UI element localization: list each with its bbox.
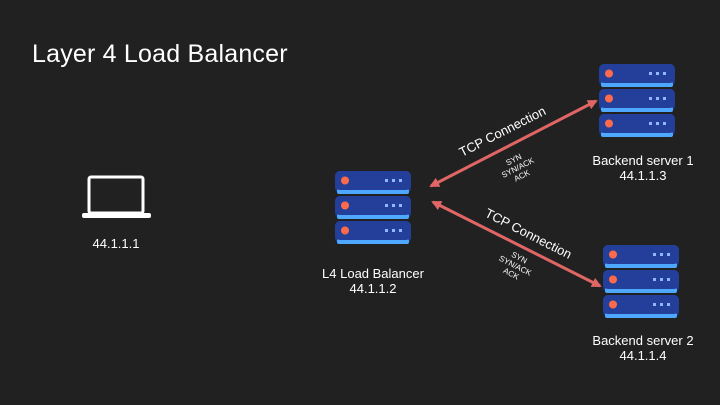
backend-server-1-label: Backend server 1 44.1.1.3	[573, 153, 713, 183]
client-ip-label: 44.1.1.1	[92, 236, 140, 251]
backend-server-1-ip: 44.1.1.3	[619, 168, 667, 183]
connection-1-handshake: SYN SYN/ACK ACK	[500, 152, 536, 184]
backend-server-2-label: Backend server 2 44.1.1.4	[573, 333, 713, 363]
slide-title: Layer 4 Load Balancer	[32, 40, 288, 68]
load-balancer-label: L4 Load Balancer 44.1.1.2	[303, 266, 443, 296]
load-balancer-ip: 44.1.1.2	[349, 281, 397, 296]
connection-arrow-1	[429, 99, 598, 188]
backend-server-1-name: Backend server 1	[592, 153, 694, 168]
load-balancer-name: L4 Load Balancer	[322, 266, 424, 281]
connection-arrow-2	[431, 200, 602, 288]
backend-server-1-icon	[599, 64, 675, 137]
laptop-icon	[82, 175, 151, 218]
backend-server-2-ip: 44.1.1.4	[619, 348, 667, 363]
backend-server-2-name: Backend server 2	[592, 333, 694, 348]
load-balancer-server-icon	[335, 171, 411, 244]
backend-server-2-icon	[603, 245, 679, 318]
